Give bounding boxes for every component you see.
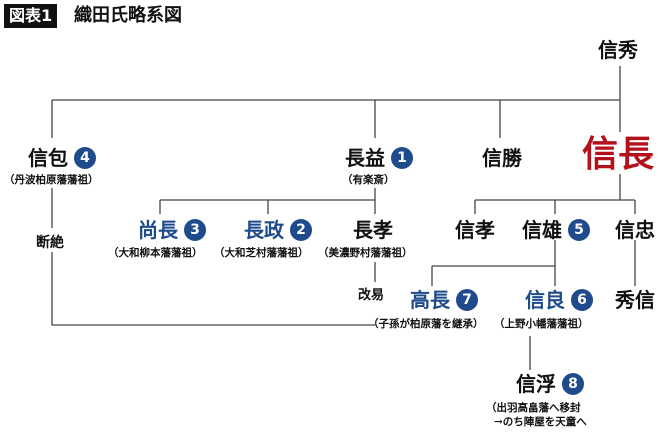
note-nagataka: （美濃野村藩藩祖）	[318, 247, 413, 259]
name-nobutada: 信忠	[615, 218, 655, 242]
node-nobuhide: 信秀	[598, 38, 638, 62]
name-nagamasa: 長政	[244, 218, 284, 242]
node-nobutaka: 信孝	[455, 218, 495, 242]
name-hidenobu: 秀信	[615, 288, 655, 312]
node-nobukatsu: 信雄 5	[522, 218, 590, 242]
node-nobunaga: 信長	[582, 134, 654, 174]
name-nobukane: 信包	[28, 146, 68, 170]
badge-nagamasa: 2	[290, 219, 312, 241]
badge-nobukane: 4	[74, 147, 96, 169]
name-nobunaga: 信長	[582, 133, 655, 175]
node-hisanaga: 尚長 3	[138, 218, 206, 242]
note-takanaga: （子孫が柏原藩を継承）	[368, 318, 484, 330]
node-nagataka: 長孝	[353, 218, 393, 242]
note-nobukane: （丹波柏原藩藩祖）	[4, 174, 99, 186]
name-nobukatsu-sho: 信勝	[482, 146, 522, 170]
note-hisanaga: （大和柳本藩藩祖）	[108, 247, 203, 259]
figure-tag: 図表1	[4, 4, 58, 28]
name-nagataka: 長孝	[353, 218, 393, 242]
badge-takanaga: 7	[456, 289, 478, 311]
node-nobuchika: 信浮 8	[516, 372, 584, 396]
name-takanaga: 高長	[410, 288, 450, 312]
figure-title: 織田氏略系図	[74, 5, 182, 26]
node-nobukatsu-sho: 信勝	[482, 146, 522, 170]
node-nobukane: 信包 4	[28, 146, 96, 170]
node-nobutada: 信忠	[615, 218, 655, 242]
name-nagamasu: 長益	[345, 146, 385, 170]
status-kaieki: 改易	[358, 288, 385, 303]
badge-nobukatsu: 5	[568, 219, 590, 241]
name-nobuhide: 信秀	[598, 38, 638, 62]
node-nobuyoshi: 信良 6	[525, 288, 593, 312]
badge-nobuchika: 8	[562, 373, 584, 395]
line-danzetsu-down	[51, 252, 375, 326]
badge-hisanaga: 3	[184, 219, 206, 241]
note-nagamasa: （大和芝村藩藩祖）	[214, 247, 309, 259]
badge-nobuyoshi: 6	[571, 289, 593, 311]
node-nagamasu: 長益 1	[345, 146, 413, 170]
note-nobuyoshi: （上野小幡藩藩祖）	[494, 318, 589, 330]
status-danzetsu: 断絶	[36, 235, 64, 251]
name-nobuyoshi: 信良	[525, 288, 565, 312]
name-nobutaka: 信孝	[455, 218, 495, 242]
note-nagamasu: （有楽斎）	[342, 174, 395, 186]
node-nagamasa: 長政 2	[244, 218, 312, 242]
note-nobuchika-line1: （出羽高畠藩へ移封	[486, 402, 581, 414]
badge-nagamasu: 1	[391, 147, 413, 169]
node-hidenobu: 秀信	[615, 288, 655, 312]
node-takanaga: 高長 7	[410, 288, 478, 312]
name-nobuchika: 信浮	[516, 372, 556, 396]
name-hisanaga: 尚長	[138, 218, 178, 242]
name-nobukatsu: 信雄	[522, 218, 562, 242]
note-nobuchika-line2: →のち陣屋を天童へ	[494, 416, 587, 428]
